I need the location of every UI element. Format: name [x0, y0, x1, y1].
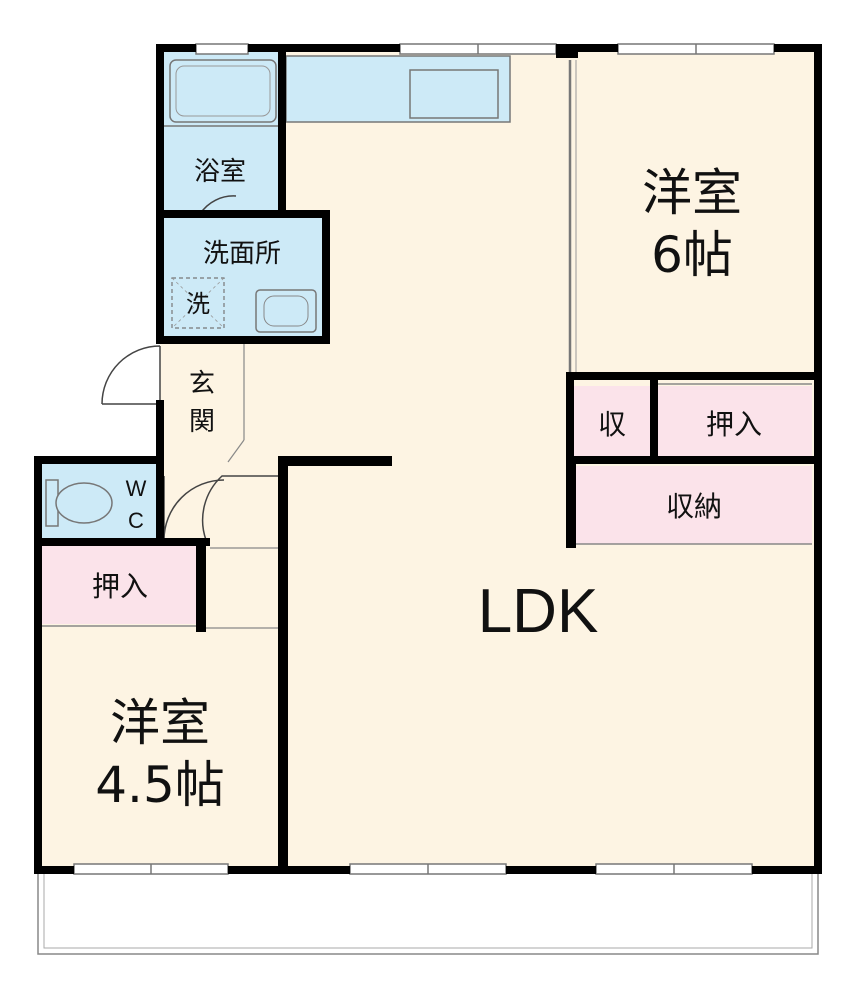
- label-washer: 洗: [186, 290, 210, 318]
- label-room45-size: 4.5帖: [95, 756, 225, 814]
- label-storage: 収納: [666, 490, 722, 523]
- label-closet-small: 収: [598, 408, 626, 441]
- bathtub: [169, 59, 277, 123]
- entry-step-line-2: [227, 439, 245, 463]
- sink: [409, 69, 499, 119]
- label-room6-name: 洋室: [642, 164, 742, 222]
- label-room45-name: 洋室: [110, 694, 210, 752]
- door-swings: [101, 195, 282, 541]
- washer-pan-diag-2: [171, 277, 225, 329]
- label-wc-w: W: [126, 476, 147, 501]
- label-entrance-1: 玄: [189, 369, 215, 399]
- label-wc-c: C: [128, 508, 144, 533]
- toilet-bowl: [55, 482, 113, 524]
- washbasin: [255, 289, 317, 333]
- bathtub-inner: [175, 65, 271, 117]
- storage-fill: [576, 466, 812, 544]
- label-oshiire-2: 押入: [92, 570, 148, 603]
- closet-oshiire-2-fill: [42, 546, 200, 624]
- washer-pan: [171, 277, 225, 329]
- label-ldk: LDK: [478, 577, 599, 646]
- label-entrance-2: 関: [189, 407, 215, 437]
- label-oshiire-1: 押入: [706, 408, 762, 441]
- label-room6-size: 6帖: [651, 226, 733, 284]
- balcony: [37, 865, 819, 955]
- washbasin-bowl: [263, 295, 309, 327]
- closet-small-fill: [572, 386, 654, 458]
- closet-oshiire-1-fill: [658, 386, 812, 458]
- walls: [34, 44, 822, 874]
- label-washroom: 洗面所: [203, 239, 281, 269]
- label-bath: 浴室: [194, 157, 246, 187]
